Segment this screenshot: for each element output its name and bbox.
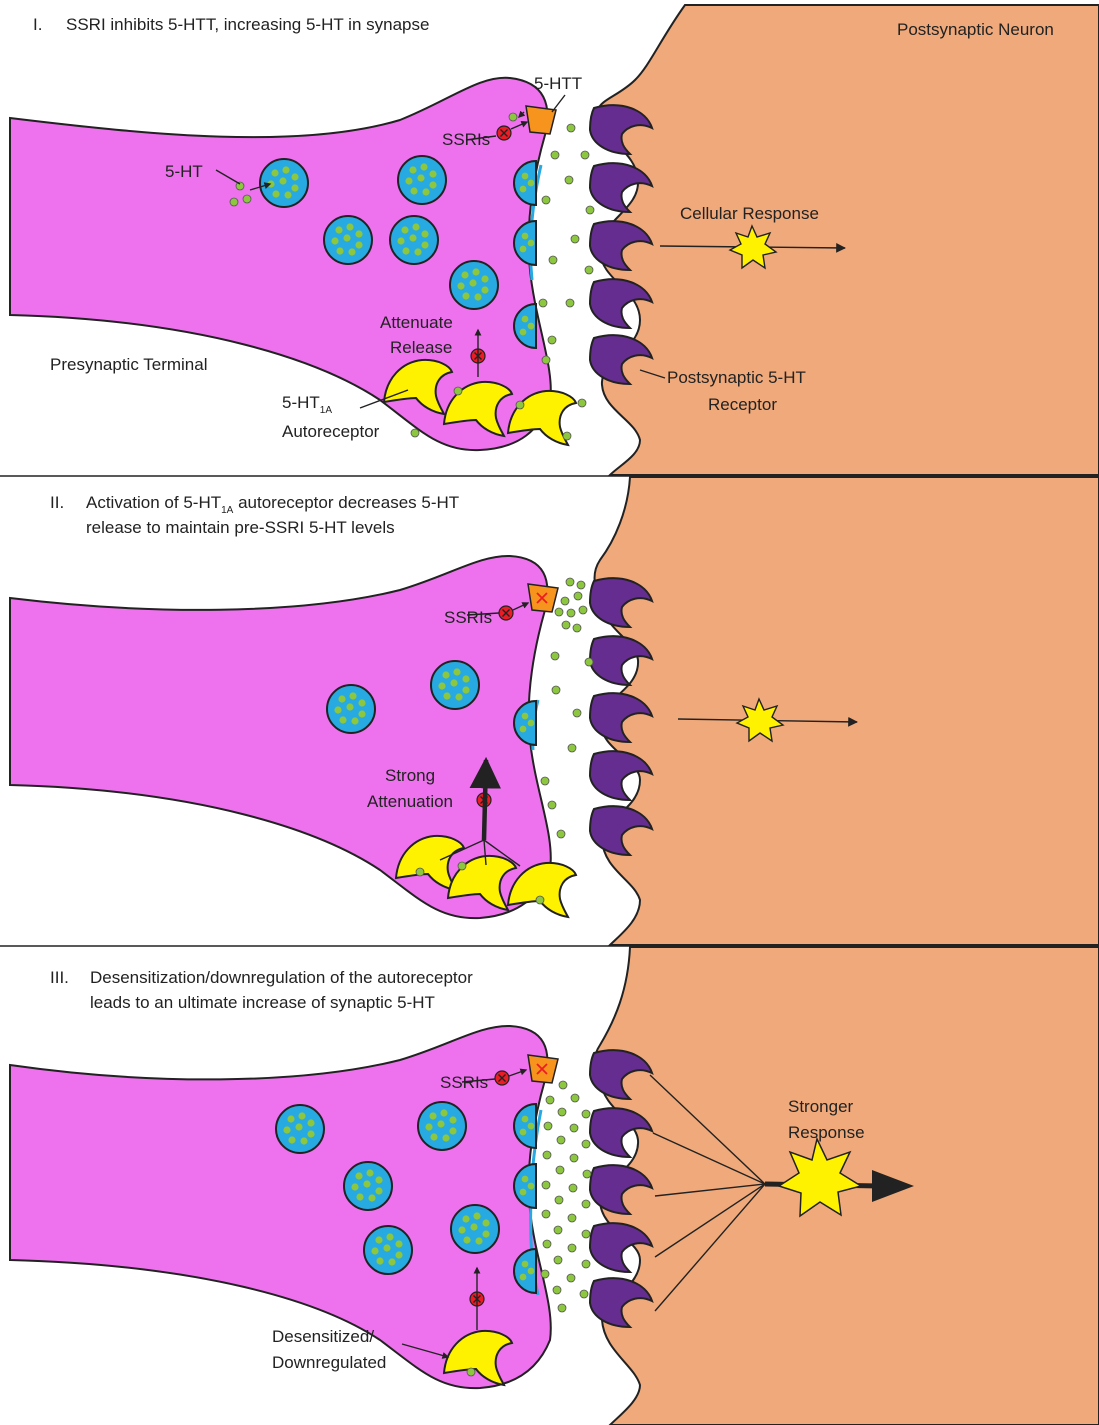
cellular-response-label: Cellular Response (680, 204, 819, 223)
panel-1: I. SSRI inhibits 5-HTT, increasing 5-HT … (0, 5, 1099, 476)
ssri-inhibitor-3 (495, 1071, 509, 1085)
ssris-label-3: SSRIs (440, 1073, 488, 1092)
autoreceptor-label-main: 5-HT1A (282, 393, 332, 416)
ssri-inhibitor-1 (497, 126, 511, 140)
postsynaptic-neuron-1 (598, 5, 1099, 475)
attenuation-label: Attenuation (367, 792, 453, 811)
panel-3: III. Desensitization/downregulation of t… (10, 947, 1099, 1425)
desensitized-label: Desensitized/ (272, 1327, 374, 1346)
autoreceptor-label-word: Autoreceptor (282, 422, 380, 441)
ssris-label-1: SSRIs (442, 130, 490, 149)
attenuate-label: Attenuate (380, 313, 453, 332)
ssri-inhibitor-2 (499, 606, 513, 620)
panel-3-title-line2: leads to an ultimate increase of synapti… (90, 993, 435, 1012)
panel-3-title-line1: Desensitization/downregulation of the au… (90, 968, 473, 987)
downregulated-label: Downregulated (272, 1353, 386, 1372)
5-ht-label: 5-HT (165, 162, 203, 181)
panel-2-title-line1: Activation of 5-HT1A autoreceptor decrea… (86, 493, 459, 516)
panel-1-numeral: I. (33, 15, 42, 34)
panel-2-title-line2: release to maintain pre-SSRI 5-HT levels (86, 518, 395, 537)
stronger-label: Stronger (788, 1097, 854, 1116)
ssris-label-2: SSRIs (444, 608, 492, 627)
5-htt-blocked-3 (528, 1055, 558, 1083)
panel-3-numeral: III. (50, 968, 69, 987)
panel-2: II. Activation of 5-HT1A autoreceptor de… (0, 477, 1099, 946)
5-htt-label: 5-HTT (534, 74, 582, 93)
postsynaptic-neuron-label: Postsynaptic Neuron (897, 20, 1054, 39)
5-htt-transporter-1 (526, 106, 556, 134)
response-label: Response (788, 1123, 865, 1142)
presynaptic-terminal-label: Presynaptic Terminal (50, 355, 207, 374)
postsynaptic-receptor-label-1: Postsynaptic 5-HT (667, 368, 806, 387)
postsynaptic-receptor-label-2: Receptor (708, 395, 777, 414)
strong-label: Strong (385, 766, 435, 785)
panel-2-numeral: II. (50, 493, 64, 512)
release-label: Release (390, 338, 452, 357)
postsynaptic-neuron-2 (595, 477, 1099, 945)
panel-1-title: SSRI inhibits 5-HTT, increasing 5-HT in … (66, 15, 429, 34)
5-htt-blocked-2 (528, 584, 558, 612)
